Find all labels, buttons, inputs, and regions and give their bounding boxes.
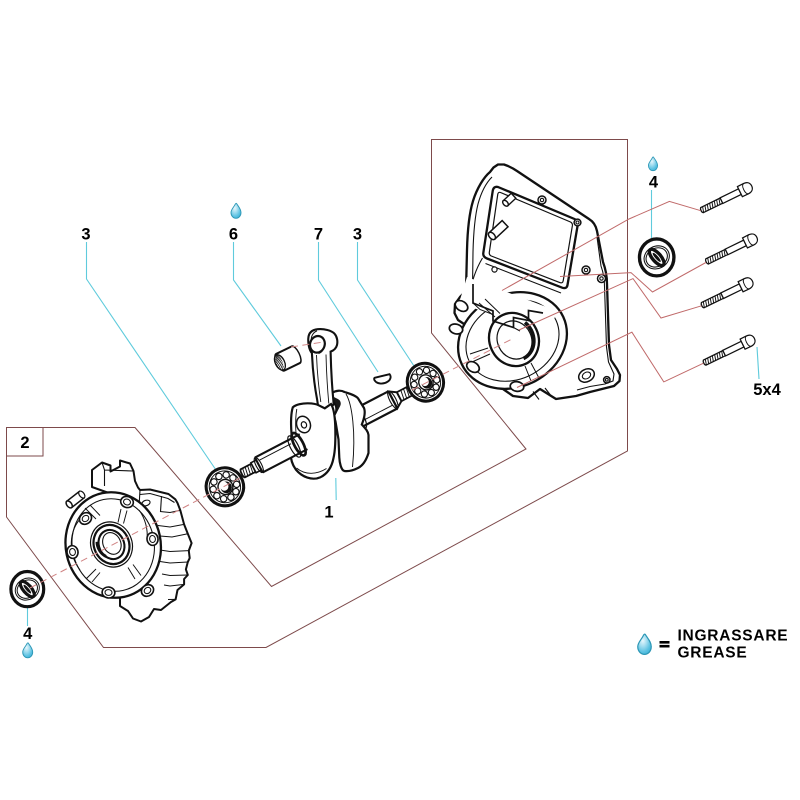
svg-text:GREASE: GREASE (678, 645, 748, 662)
svg-text:5x4: 5x4 (753, 381, 781, 399)
svg-text:1: 1 (324, 504, 333, 522)
svg-text:4: 4 (23, 625, 33, 643)
svg-text:INGRASSARE: INGRASSARE (678, 628, 789, 645)
svg-text:6: 6 (229, 226, 238, 244)
svg-text:2: 2 (20, 434, 29, 452)
svg-text:4: 4 (649, 174, 659, 192)
svg-text:3: 3 (81, 226, 90, 244)
svg-text:7: 7 (314, 226, 323, 244)
svg-text:3: 3 (353, 226, 362, 244)
